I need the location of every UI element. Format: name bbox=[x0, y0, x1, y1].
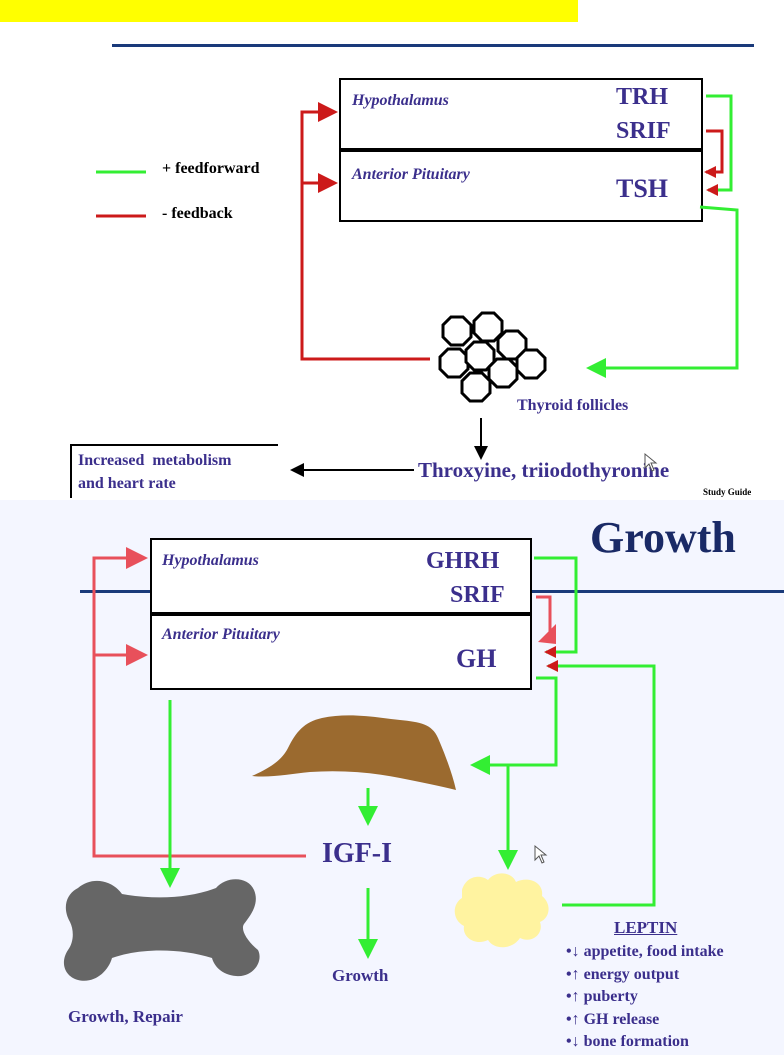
leptin-to-gh-arrow bbox=[546, 660, 656, 907]
thyroid-follicles-icon bbox=[438, 311, 547, 403]
effect-text-line1: Increased metabolism bbox=[78, 452, 232, 469]
mouse-pointer-icon bbox=[534, 844, 548, 864]
study-guide-note: Study Guide bbox=[703, 487, 752, 497]
growth-hypothalamus-box bbox=[150, 538, 532, 614]
leptin-effect: •↓ appetite, food intake bbox=[566, 943, 724, 960]
leptin-effect: •↑ energy output bbox=[566, 965, 680, 983]
top-divider-line bbox=[112, 44, 754, 47]
trh-label: TRH bbox=[616, 84, 669, 110]
leptin-effect: •↓ bone formation bbox=[566, 1033, 689, 1050]
leptin-effect: •↑ GH release bbox=[566, 1010, 660, 1028]
trh-stimulate-arrow bbox=[706, 94, 733, 196]
srif-inhibit-arrow bbox=[704, 129, 724, 178]
fat-icon bbox=[454, 873, 549, 948]
growth-srif-label: SRIF bbox=[450, 582, 505, 608]
effect-text-line2: and heart rate bbox=[78, 475, 176, 492]
igf-label: IGF-I bbox=[322, 838, 392, 869]
gh-to-liver-arrow bbox=[470, 676, 558, 775]
thyroid-srif-label: SRIF bbox=[616, 118, 671, 144]
ghrh-label: GHRH bbox=[426, 548, 500, 574]
thyroid-feedback-arrow bbox=[300, 102, 430, 361]
mouse-pointer-icon bbox=[644, 452, 658, 472]
growth-title: Growth bbox=[590, 513, 736, 562]
bone-icon bbox=[63, 879, 260, 981]
leptin-effects-list: •↓ appetite, food intake •↑ energy outpu… bbox=[566, 941, 724, 1054]
title-bar-highlight bbox=[0, 0, 578, 22]
thyroid-follicles-label: Thyroid follicles bbox=[517, 397, 629, 414]
bone-growth-label: Growth, Repair bbox=[68, 1007, 183, 1026]
ghrh-stimulate-arrow bbox=[534, 556, 578, 658]
thyroid-hypothalamus-box bbox=[339, 78, 703, 150]
gh-label: GH bbox=[456, 644, 497, 673]
thyroid-hypothalamus-label: Hypothalamus bbox=[352, 92, 449, 109]
growth-pituitary-label: Anterior Pituitary bbox=[162, 626, 280, 643]
thyroid-hormones-label: Throxyine, triiodothyronine bbox=[418, 458, 670, 482]
legend-feedforward-label: + feedforward bbox=[162, 160, 260, 177]
tsh-to-thyroid-arrow bbox=[586, 205, 739, 378]
growth-pituitary-box bbox=[150, 614, 532, 690]
tsh-label: TSH bbox=[616, 174, 669, 203]
legend-feedback-label: - feedback bbox=[162, 205, 233, 222]
liver-icon bbox=[252, 715, 456, 790]
thyroid-pituitary-box bbox=[339, 150, 703, 222]
effect-box: Increased metabolism and heart rate bbox=[70, 444, 278, 498]
igf-feedback-arrow bbox=[92, 547, 306, 858]
gh-srif-arrowhead bbox=[538, 624, 556, 644]
leptin-effect: •↑ puberty bbox=[566, 988, 638, 1005]
gh-srif-inhibit-arrow bbox=[536, 595, 552, 640]
thyroid-pituitary-label: Anterior Pituitary bbox=[352, 166, 470, 183]
leptin-title: LEPTIN bbox=[614, 918, 678, 937]
igf-growth-label: Growth bbox=[332, 966, 389, 985]
growth-hypothalamus-label: Hypothalamus bbox=[162, 552, 259, 569]
